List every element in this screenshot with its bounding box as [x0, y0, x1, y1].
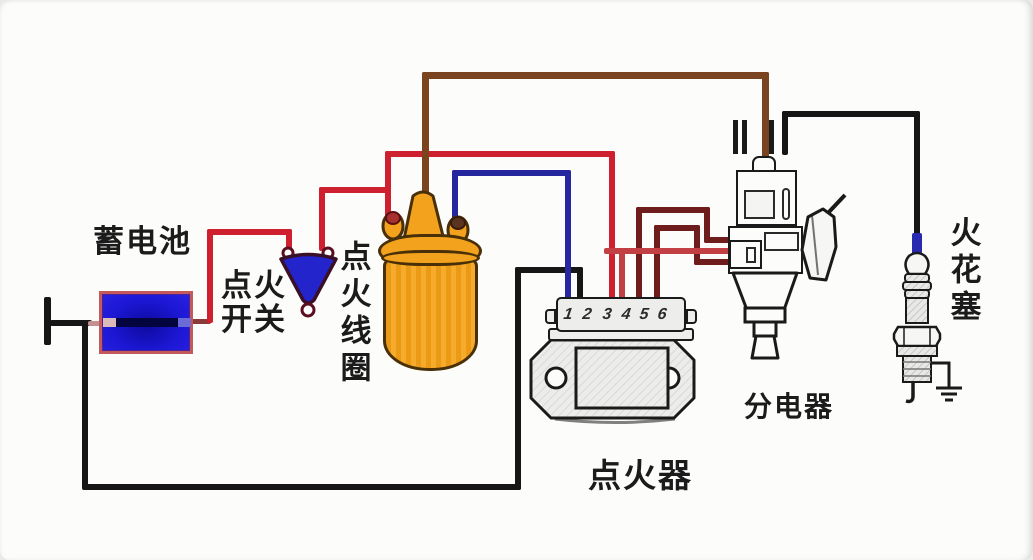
t6-v2: [694, 225, 700, 265]
distributor-collar: [743, 306, 787, 324]
ignition-switch-label-line1: 点火: [221, 268, 287, 303]
ignition-switch-label-line2: 开关: [221, 302, 287, 337]
igniter-center-block: [574, 346, 670, 410]
plug-hex: [892, 325, 942, 348]
coil-body: [383, 258, 478, 371]
ignition-coil-label: 点火线圈: [335, 240, 371, 388]
igniter-label: 点火器: [588, 457, 693, 494]
plug-lead-h: [782, 111, 920, 117]
distributor-cap-tower-bar1: [733, 120, 738, 154]
terminal-6: 6: [656, 306, 668, 323]
plug-rib2: [902, 281, 932, 291]
igniter-ear-left: [545, 309, 556, 324]
coil-t1-v2: [565, 170, 571, 302]
battery-switch-h: [207, 229, 292, 235]
battery-inner-band: [112, 318, 182, 327]
igniter-connector: 1 2 3 4 5 6: [556, 297, 686, 332]
ground-bus-v2: [515, 267, 521, 490]
distributor-connector: [729, 240, 762, 269]
coil-cone: [401, 190, 447, 246]
distributor-cap-slot: [782, 188, 790, 220]
igniter-mount-hole-left: [544, 366, 568, 390]
vacuum-pod-rib: [811, 214, 819, 276]
ht-lead-v2: [762, 72, 769, 162]
switch-coil-v1: [319, 187, 325, 251]
battery-left-post: [103, 318, 116, 327]
spark-plug: [892, 251, 962, 404]
plug-ground-wire: [931, 361, 951, 388]
plug-lead-v2: [914, 111, 920, 235]
t5-v2: [704, 207, 710, 243]
distributor-vacuum-unit: [800, 193, 847, 282]
t6-h2: [694, 259, 736, 265]
ground-bus-h3: [515, 267, 583, 273]
t4-v: [619, 248, 625, 302]
battery-right-post: [178, 318, 191, 327]
chassis-ground-bar: [44, 297, 51, 345]
coil-feed-v: [385, 151, 391, 219]
distributor-connector-pin: [746, 247, 756, 263]
plug-top-knob: [904, 251, 930, 276]
distributor-shaft: [752, 320, 778, 338]
ht-lead-v1: [422, 72, 429, 196]
switch-funnel: [279, 252, 338, 305]
battery-switch-v: [207, 229, 213, 323]
plug-insulator: [905, 297, 929, 324]
ground-bus-h2: [82, 484, 521, 490]
distributor-neck: [731, 271, 799, 312]
igniter-shadow: [554, 417, 676, 424]
plug-lead-v1: [782, 111, 788, 155]
igniter-ear-right: [686, 309, 697, 324]
coil-t1-h: [452, 170, 571, 176]
battery-label: 蓄电池: [93, 224, 192, 259]
coil-t1-v1: [452, 170, 458, 230]
switch-bottom-loop: [300, 302, 316, 318]
plug-rib3: [904, 289, 930, 299]
ground-wire-battery-stub: [88, 321, 106, 326]
distributor-cap-window: [744, 190, 775, 219]
ground-wire-h1: [50, 320, 92, 326]
spark-plug-label: 火花塞: [945, 216, 981, 327]
distributor-label: 分电器: [744, 391, 835, 422]
plug-boot: [912, 233, 922, 256]
plug-electrode: [905, 382, 915, 404]
coil-t3-h: [385, 151, 615, 157]
t3-drop: [609, 151, 615, 302]
distributor-cap-tower-bar2: [742, 120, 747, 154]
distributor-housing-band: [764, 232, 799, 251]
coil-cap-lip: [381, 250, 480, 266]
vacuum-pod: [800, 207, 838, 282]
plug-rib1: [904, 273, 930, 283]
t6-v: [654, 225, 660, 302]
distributor-cap-tower-bar3: [769, 120, 774, 154]
battery-switch-drop: [286, 229, 292, 252]
ignition-switch: [279, 246, 338, 318]
t6-h1: [654, 225, 700, 231]
ground-bus-to-terminal2: [577, 267, 583, 303]
igniter-body: [529, 338, 696, 424]
distributor-foot: [750, 334, 780, 360]
battery-positive-stub: [191, 319, 211, 324]
t5-h1: [636, 207, 710, 213]
coil-negative-terminal-cap: [450, 216, 466, 230]
vacuum-pipe: [826, 193, 847, 215]
t5-v: [636, 207, 642, 302]
t5-h2: [704, 237, 736, 243]
ground-bus-v1: [82, 323, 88, 489]
terminal-2: 2: [581, 306, 593, 323]
ht-lead-h: [422, 72, 769, 79]
switch-coil-h: [319, 187, 391, 193]
coil-positive-terminal-cap: [385, 211, 401, 225]
distributor-lower: [731, 271, 799, 360]
plug-washer: [896, 345, 938, 357]
t4-h: [604, 248, 736, 254]
